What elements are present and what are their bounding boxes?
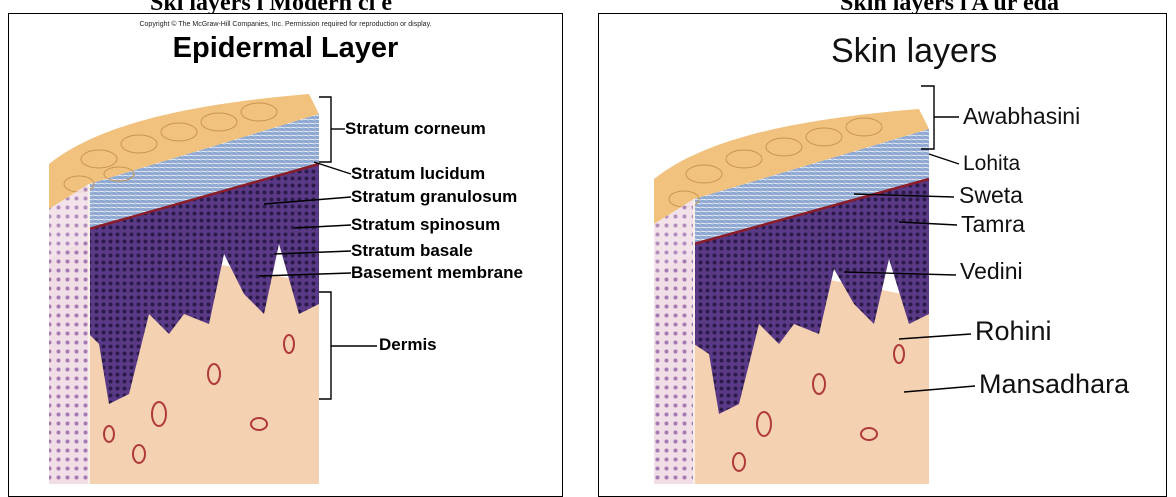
label-rohini: Rohini (975, 316, 1052, 347)
label-awabhasini: Awabhasini (963, 103, 1080, 130)
cut-caption-left: Ski layers i Modern ci e (150, 0, 392, 14)
epidermal-layer-panel: Copyright © The McGraw-Hill Companies, I… (8, 13, 563, 497)
label-lohita: Lohita (963, 152, 1020, 176)
bracket-dermis (319, 292, 331, 399)
label-stratum-corneum: Stratum corneum (345, 119, 486, 139)
label-stratum-spinosum: Stratum spinosum (351, 215, 500, 235)
label-mansadhara: Mansadhara (979, 369, 1129, 400)
label-sweta: Sweta (959, 182, 1023, 209)
skin-cross-section-illustration-ayurveda (599, 14, 1167, 497)
label-basement-membrane: Basement membrane (351, 263, 523, 283)
cut-caption-right: Skin layers i A ur eda (840, 0, 1059, 14)
label-dermis: Dermis (379, 335, 437, 355)
label-stratum-granulosum: Stratum granulosum (351, 187, 517, 207)
label-stratum-basale: Stratum basale (351, 241, 473, 261)
label-tamra: Tamra (961, 211, 1025, 238)
ayurveda-skin-layers-panel: Skin layers (598, 13, 1167, 497)
label-stratum-lucidum: Stratum lucidum (351, 164, 485, 184)
label-vedini: Vedini (960, 258, 1023, 285)
skin-cross-section-illustration (9, 14, 563, 497)
bracket-corneum (319, 97, 331, 162)
